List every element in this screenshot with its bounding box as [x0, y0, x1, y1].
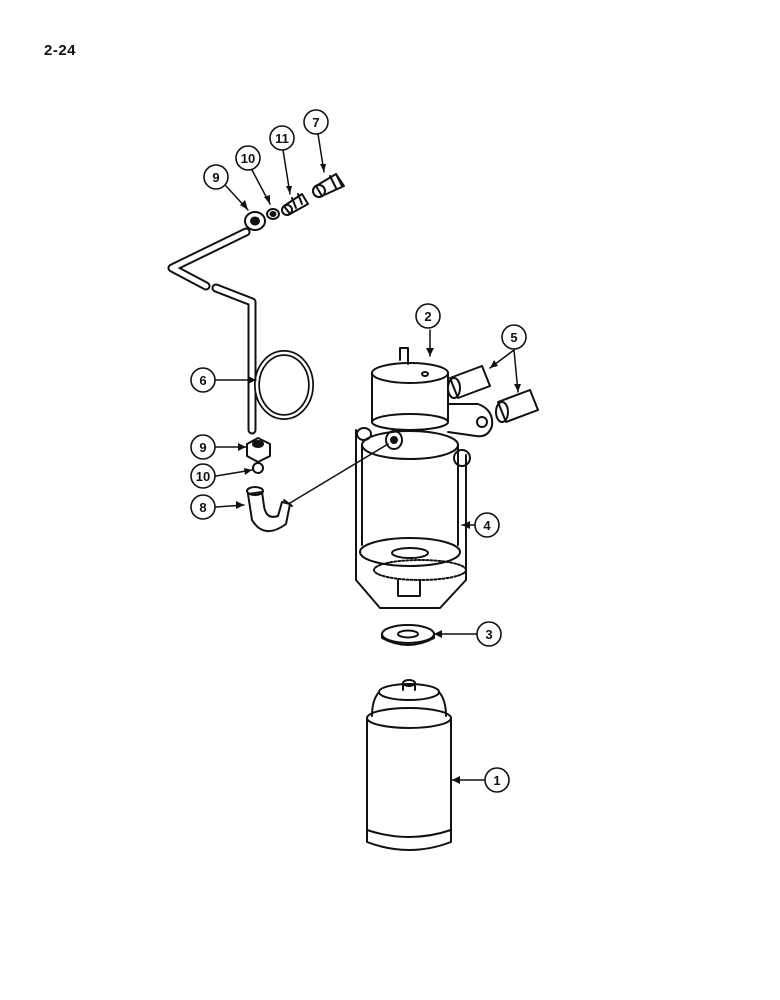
svg-text:1: 1	[493, 773, 500, 788]
callout-1: 1	[484, 767, 510, 793]
callout-7: 7	[303, 109, 329, 135]
callout-6: 6	[190, 367, 216, 393]
callout-10-lower: 10	[190, 463, 216, 489]
svg-text:6: 6	[199, 373, 206, 388]
callout-2: 2	[415, 303, 441, 329]
nut-lower	[246, 437, 271, 463]
svg-text:11: 11	[275, 131, 289, 146]
bowl-bracket	[355, 427, 471, 609]
svg-text:10: 10	[196, 469, 210, 484]
filter-head	[371, 347, 494, 450]
page-number: 2-24	[44, 42, 77, 59]
callout-5: 5	[501, 324, 527, 350]
callout-9-lower: 9	[190, 434, 216, 460]
svg-text:9: 9	[212, 170, 219, 185]
svg-text:9: 9	[199, 440, 206, 455]
sleeve-top	[266, 208, 280, 220]
hose-pieces	[447, 365, 539, 423]
connector-11	[281, 193, 309, 216]
callout-8: 8	[190, 494, 216, 520]
svg-text:5: 5	[510, 330, 517, 345]
coiled-line	[254, 350, 314, 420]
sleeve-lower	[252, 462, 264, 474]
svg-text:10: 10	[241, 151, 255, 166]
callout-11: 11	[269, 125, 295, 151]
callout-10-top: 10	[235, 145, 261, 171]
filter-element	[366, 679, 452, 851]
callouts: 1 2 3 4 5 6 7 8	[190, 109, 527, 793]
callout-4: 4	[474, 512, 500, 538]
seal	[381, 624, 435, 646]
elbow-fitting	[246, 486, 293, 532]
svg-text:8: 8	[199, 500, 206, 515]
callout-3: 3	[476, 621, 502, 647]
callout-9-top: 9	[203, 164, 229, 190]
svg-text:7: 7	[312, 115, 319, 130]
svg-text:4: 4	[483, 518, 491, 533]
fuel-line	[167, 227, 257, 435]
nut-top	[244, 211, 266, 231]
svg-text:2: 2	[424, 309, 431, 324]
arrowheads	[236, 164, 521, 784]
leader-lines	[215, 133, 519, 781]
connector-7	[312, 173, 345, 198]
svg-text:3: 3	[485, 627, 492, 642]
